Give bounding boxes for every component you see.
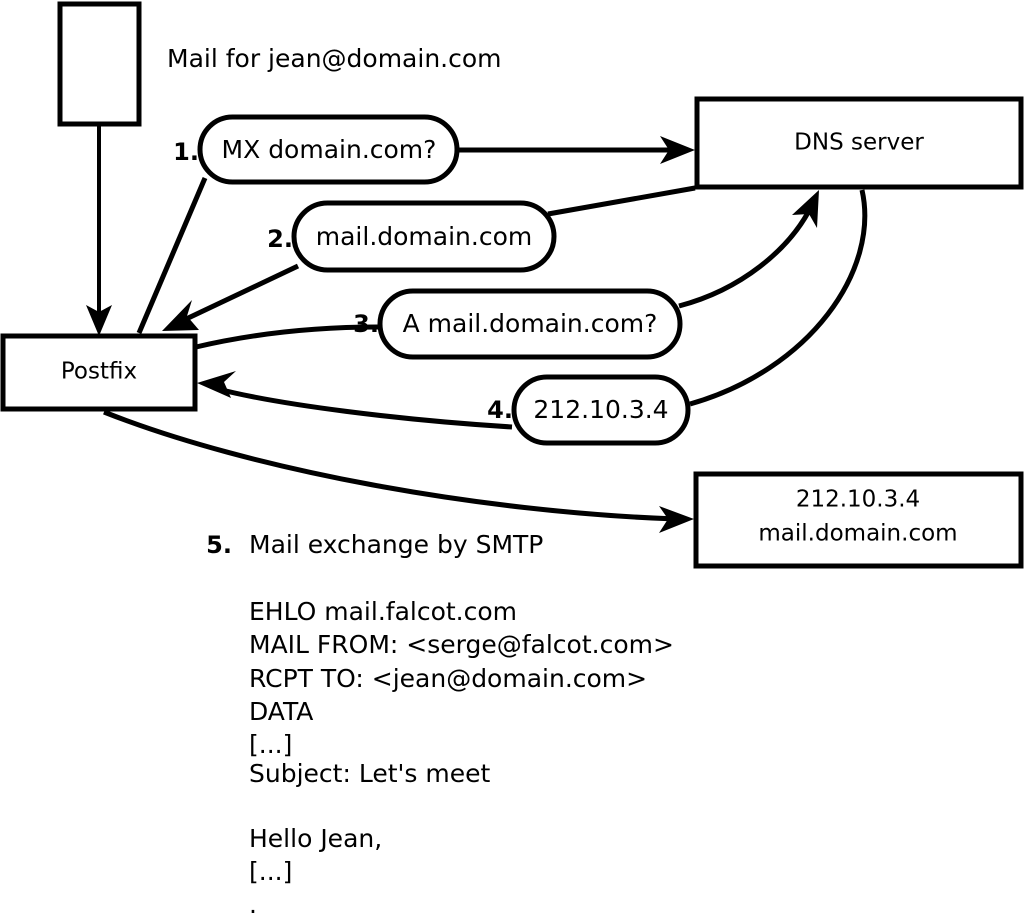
step-3-label: A mail.domain.com? — [403, 309, 658, 338]
step-3-number: 3. — [353, 310, 379, 338]
client-box — [57, 1, 142, 127]
step-2-number: 2. — [267, 225, 293, 253]
connector-step4-from-dns — [689, 189, 868, 407]
connector-step3-to-dns — [678, 190, 819, 309]
smtp-line-8: Hello Jean, — [249, 824, 382, 853]
smtp-line-9: [...] — [249, 857, 292, 886]
step-1-number: 1. — [173, 138, 199, 166]
connector-step1-tail — [136, 177, 208, 334]
smtp-line-5: [...] — [249, 730, 292, 759]
smtp-line-6: Subject: Let's meet — [249, 759, 490, 788]
step-1-bubble: MX domain.com? — [197, 114, 460, 185]
dns-server-label: DNS server — [794, 130, 924, 156]
postfix-node: Postfix — [0, 333, 198, 412]
step-4-label: 212.10.3.4 — [533, 395, 668, 424]
step-4-number: 4. — [487, 396, 513, 424]
connector-step2-from-dns — [547, 185, 696, 217]
connector-step2-to-postfix — [162, 263, 300, 331]
smtp-line-4: DATA — [249, 697, 313, 726]
step-5-label: Mail exchange by SMTP — [249, 530, 543, 559]
connector-step3-from-postfix — [195, 324, 379, 350]
dns-server-node: DNS server — [694, 96, 1024, 190]
postfix-label: Postfix — [61, 359, 137, 385]
mail-server-ip: 212.10.3.4 — [796, 487, 920, 513]
step-2-label: mail.domain.com — [316, 222, 532, 251]
smtp-line-2: MAIL FROM: <serge@falcot.com> — [249, 630, 674, 659]
mail-server-node: 212.10.3.4 mail.domain.com — [693, 471, 1024, 569]
smtp-line-10: . — [249, 890, 257, 919]
page-title: Mail for jean@domain.com — [167, 44, 502, 73]
smtp-line-1: EHLO mail.falcot.com — [249, 597, 517, 626]
mail-server-hostname: mail.domain.com — [758, 521, 957, 547]
step-1-label: MX domain.com? — [222, 135, 437, 164]
connector-step1-to-dns — [458, 136, 695, 164]
smtp-transcript: EHLO mail.falcot.com MAIL FROM: <serge@f… — [249, 597, 674, 919]
step-4-bubble: 212.10.3.4 — [511, 374, 691, 446]
step-3-bubble: A mail.domain.com? — [377, 288, 683, 360]
step-2-bubble: mail.domain.com — [291, 200, 557, 273]
connector-step5-to-mailserver — [103, 409, 694, 533]
connector-client-to-postfix — [86, 125, 112, 336]
connector-step4-to-postfix — [197, 371, 513, 430]
step-5-number: 5. — [206, 531, 232, 559]
smtp-line-3: RCPT TO: <jean@domain.com> — [249, 664, 647, 693]
